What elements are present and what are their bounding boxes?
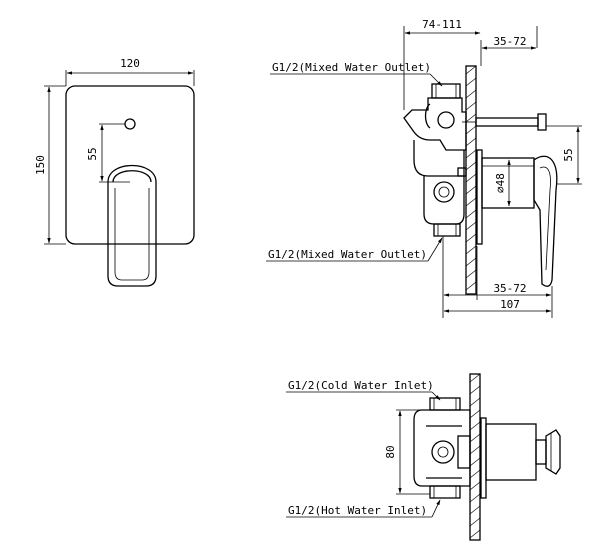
handle-side xyxy=(481,155,558,287)
total-depth-dimension: 107 xyxy=(500,298,520,311)
handle-base xyxy=(107,164,157,183)
wall-range-top-dimension: 35-72 xyxy=(493,35,526,48)
front-view: 120 150 55 xyxy=(34,57,195,287)
width-dimension: 120 xyxy=(120,57,140,70)
wall-hatch xyxy=(465,65,477,291)
valve-body-bottom xyxy=(413,397,471,499)
wall-hatch-bottom xyxy=(469,373,481,539)
inlet-port xyxy=(431,440,455,464)
outlet-port xyxy=(433,181,455,203)
knob xyxy=(545,429,561,475)
callout-cold-water-inlet: G1/2(Cold Water Inlet) xyxy=(288,379,434,392)
diverter-rod xyxy=(475,117,539,127)
cover-plate xyxy=(65,85,195,245)
diameter-dimension: ∅48 xyxy=(494,173,507,193)
wall-range-bottom-dimension: 35-72 xyxy=(493,282,526,295)
vertical-offset-dimension: 55 xyxy=(562,148,575,161)
callout-mixed-outlet-upper: G1/2(Mixed Water Outlet) xyxy=(272,61,431,74)
offset-dimension: 55 xyxy=(86,147,99,160)
height-80-dimension: 80 xyxy=(384,445,397,458)
diverter-button xyxy=(124,118,136,130)
lever-handle xyxy=(107,182,157,287)
callout-hot-water-inlet: G1/2(Hot Water Inlet) xyxy=(288,504,427,517)
height-dimension: 150 xyxy=(34,155,47,175)
valve-body xyxy=(403,83,467,237)
depth-range-dimension: 74-111 xyxy=(422,18,462,31)
callout-mixed-outlet-lower: G1/2(Mixed Water Outlet) xyxy=(268,248,427,261)
side-view-bottom: 80 G1/2(Cold Water Inlet) G1/2(Hot Water… xyxy=(286,373,561,541)
side-view-top: 74-111 35-72 xyxy=(266,18,582,318)
